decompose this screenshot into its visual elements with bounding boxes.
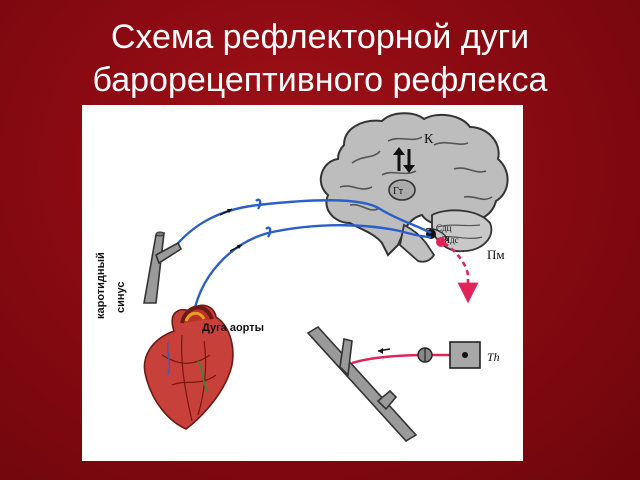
ganglion-1 <box>255 198 262 210</box>
afferent-pathways <box>169 198 432 324</box>
reflex-arc-diagram: К Гт Сдц Ядс Пм каротидный синус <box>95 112 509 443</box>
label-hypothalamus: Гт <box>393 186 404 197</box>
spinal-segment <box>449 341 481 369</box>
diagram-panel: К Гт Сдц Ядс Пм каротидный синус <box>82 105 523 461</box>
vagus-nucleus <box>436 237 446 247</box>
label-vasomotor-center: Сдц <box>436 223 452 233</box>
brain-illustration <box>319 112 509 263</box>
label-thoracic: Th <box>487 350 500 364</box>
efferent-peripheral-pathway <box>351 341 481 369</box>
aortic-afferent-nerve <box>190 224 432 324</box>
label-aortic-arch: Дуга аорты <box>202 322 264 334</box>
label-vagus-nucleus: Ядс <box>444 235 459 245</box>
bidirectional-arrows-icon <box>393 147 415 173</box>
hypothalamus-region <box>388 179 416 201</box>
label-medulla: Пм <box>487 247 505 262</box>
carotid-afferent-nerve <box>169 199 432 254</box>
peripheral-vessel <box>306 325 418 443</box>
slide-title: Схема рефлекторной дуги барорецептивного… <box>0 16 640 102</box>
title-line-2: барорецептивного рефлекса <box>92 61 548 99</box>
efferent-descending-pathway <box>443 241 479 304</box>
label-cortex: К <box>424 132 434 147</box>
ganglion-2 <box>265 226 272 238</box>
label-carotid-sinus-line2: синус <box>115 282 127 314</box>
heart-illustration <box>143 304 234 430</box>
label-carotid-sinus-line1: каротидный <box>95 252 107 319</box>
carotid-artery <box>143 231 183 304</box>
title-line-1: Схема рефлекторной дуги <box>110 18 530 56</box>
